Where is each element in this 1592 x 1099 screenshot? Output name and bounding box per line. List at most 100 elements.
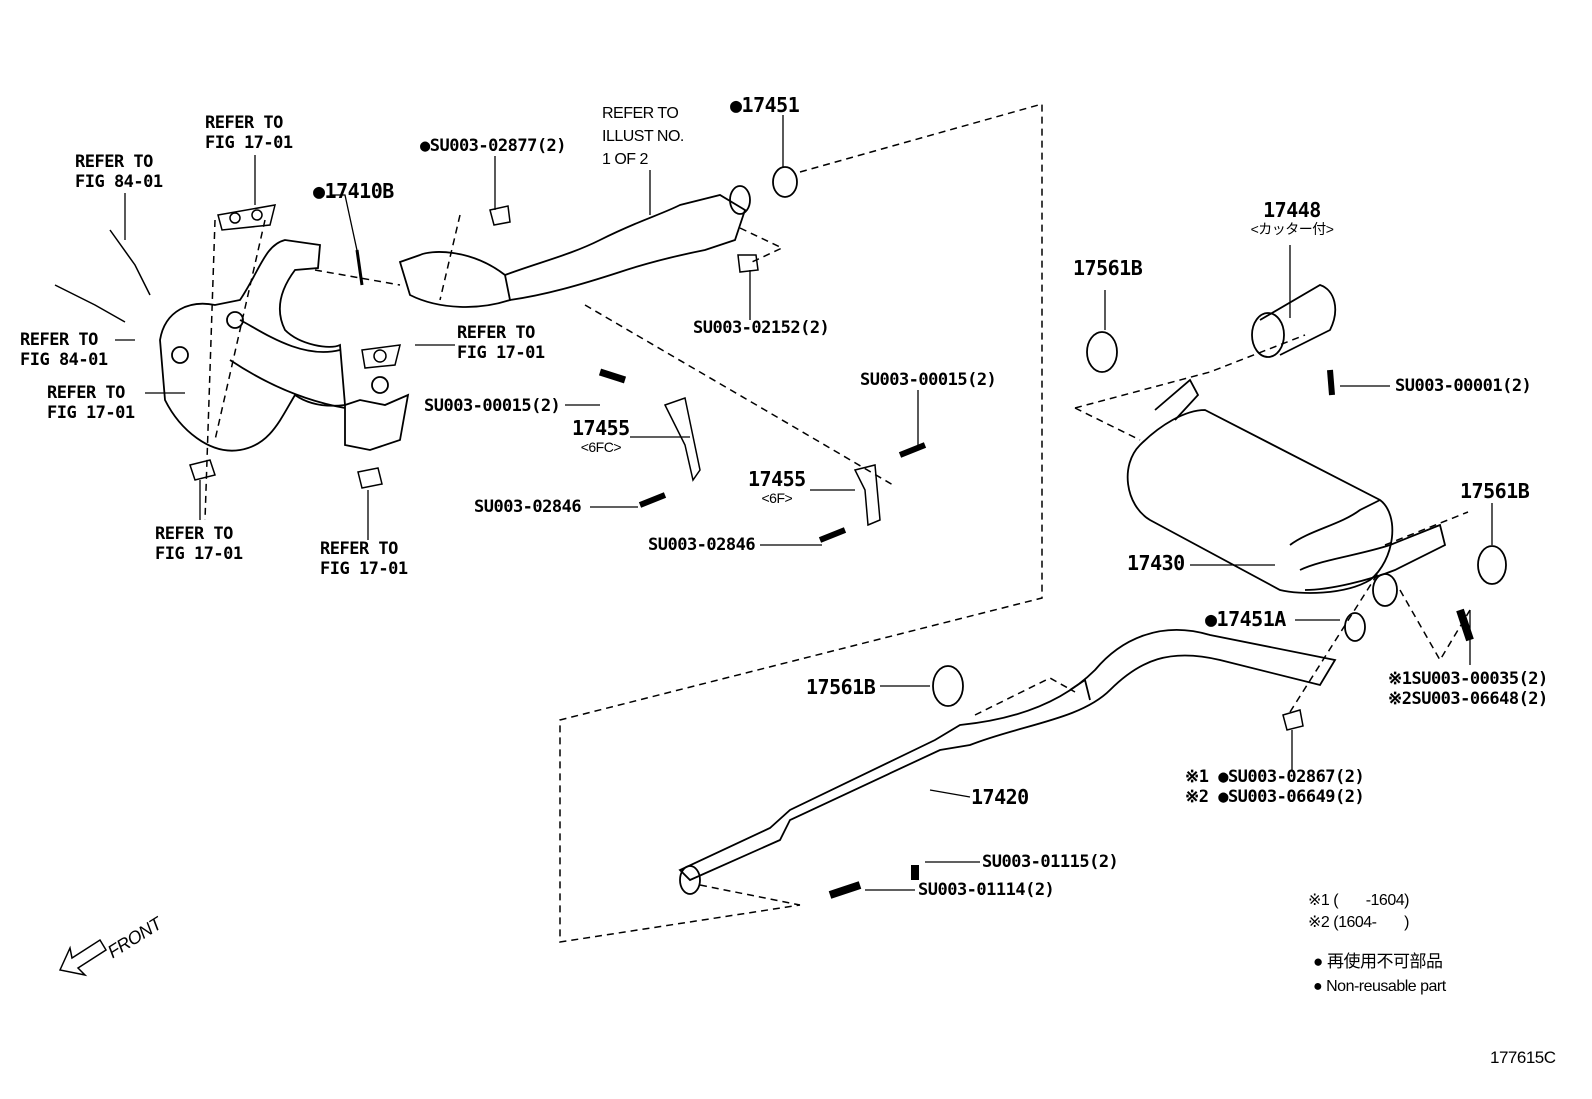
part-17455-6fc[interactable]: 17455<6FC> xyxy=(572,418,630,456)
part-17451[interactable]: ●17451 xyxy=(730,93,800,117)
part-17430[interactable]: 17430 xyxy=(1127,551,1185,575)
refer-label: REFER TO xyxy=(20,330,98,350)
center-pipe xyxy=(678,629,1337,895)
bolt xyxy=(818,527,847,543)
dashed-guide xyxy=(699,884,801,906)
exhaust-manifold xyxy=(159,239,410,452)
bolt xyxy=(638,492,667,508)
oxygen-sensor xyxy=(109,229,151,296)
nut xyxy=(1282,709,1304,731)
bolt xyxy=(1327,369,1335,396)
note-variant-1: ※1 ( -1604) xyxy=(1308,892,1409,909)
part-17455-6f[interactable]: 17455<6F> xyxy=(748,469,806,507)
part-su003-00015-a[interactable]: SU003-00015(2) xyxy=(424,396,561,416)
part-su003-01115[interactable]: SU003-01115(2) xyxy=(982,852,1119,872)
fig-ref: FIG 17-01 xyxy=(47,403,135,423)
nut xyxy=(489,205,511,226)
hanger-17561b xyxy=(932,665,964,707)
fig-ref: FIG 84-01 xyxy=(75,172,163,192)
fig-ref: FIG 84-01 xyxy=(20,350,108,370)
dashed-guide xyxy=(974,677,1076,716)
dashed-guide xyxy=(314,214,784,301)
part-su003-02846-b[interactable]: SU003-02846 xyxy=(648,535,756,555)
diagram-id: 177615C xyxy=(1490,1048,1556,1067)
hanger-17561b xyxy=(1086,331,1118,373)
nut xyxy=(737,254,759,273)
dashed-guide xyxy=(204,219,266,521)
refer-label: REFER TO xyxy=(457,323,535,343)
front-pipe-catalytic-converter xyxy=(398,185,751,308)
part-17410b[interactable]: ●17410B xyxy=(313,179,394,203)
nut xyxy=(189,459,216,481)
part-su003-00035-06648[interactable]: ※1SU003-00035(2)※2SU003-06648(2) xyxy=(1388,669,1548,709)
fig-ref: FIG 17-01 xyxy=(155,544,243,564)
dashed-guide xyxy=(1289,569,1471,713)
part-su003-01114[interactable]: SU003-01114(2) xyxy=(918,880,1055,900)
gasket-17451a xyxy=(1344,612,1366,642)
part-variant-1: ※1 ●SU003-02867(2) xyxy=(1185,767,1365,787)
gasket xyxy=(361,344,401,369)
refer-illust-no[interactable]: REFER TO ILLUST NO. 1 OF 2 xyxy=(602,102,684,171)
part-su003-00015-b[interactable]: SU003-00015(2) xyxy=(860,370,997,390)
part-17448[interactable]: 17448<カッター付> xyxy=(1232,200,1352,238)
fig-ref: FIG 17-01 xyxy=(205,133,293,153)
part-su003-02152[interactable]: SU003-02152(2) xyxy=(693,318,830,338)
part-17561b-a[interactable]: 17561B xyxy=(1073,256,1143,280)
legend-non-reusable-jp: ● 再使用不可部品 xyxy=(1313,952,1443,971)
part-17451a[interactable]: ●17451A xyxy=(1205,607,1286,631)
variant: <カッター付> xyxy=(1250,221,1334,237)
refer-label: REFER TO xyxy=(320,539,398,559)
hanger-17561b xyxy=(1477,545,1507,585)
refer-label: REFER TO xyxy=(205,113,283,133)
part-variant-1: ※1SU003-00035(2) xyxy=(1388,669,1548,689)
part-su003-02846-a[interactable]: SU003-02846 xyxy=(474,497,582,517)
bolt xyxy=(898,442,927,458)
refer-label: REFER TO xyxy=(155,524,233,544)
gasket-17451 xyxy=(772,166,798,198)
refer-label: REFER TO xyxy=(602,105,679,122)
dashed-guide xyxy=(584,304,894,486)
part-number: 17448 xyxy=(1263,198,1321,222)
part-variant-2: ※2SU003-06648(2) xyxy=(1388,689,1548,709)
bracket-17455-6f xyxy=(853,464,881,527)
part-su003-00001[interactable]: SU003-00001(2) xyxy=(1395,376,1532,396)
refer-label: REFER TO xyxy=(47,383,125,403)
gasket xyxy=(217,204,277,231)
gasket-17410b xyxy=(355,249,364,286)
part-17420[interactable]: 17420 xyxy=(971,785,1029,809)
bracket-17455-6fc xyxy=(663,397,701,482)
leader-lines xyxy=(115,115,1493,891)
bolt xyxy=(1456,608,1474,642)
fig-ref: FIG 17-01 xyxy=(457,343,545,363)
part-su003-02877[interactable]: ●SU003-02877(2) xyxy=(420,136,567,156)
dashed-guide xyxy=(1074,407,1469,546)
legend-non-reusable-en: ● Non-reusable part xyxy=(1313,978,1446,995)
illust-ref: ILLUST NO. xyxy=(602,128,684,145)
bolt xyxy=(598,368,627,384)
variant: <6F> xyxy=(761,490,793,506)
oxygen-sensor xyxy=(54,284,126,323)
part-17561b-c[interactable]: 17561B xyxy=(806,675,876,699)
part-number: 17455 xyxy=(748,467,806,491)
part-number: 17455 xyxy=(572,416,630,440)
assembly-boundary xyxy=(559,103,1043,943)
tail-muffler xyxy=(1126,378,1447,607)
dashed-guide xyxy=(1074,334,1306,409)
stud xyxy=(828,881,862,899)
variant: <6FC> xyxy=(580,439,622,455)
part-su003-02867-06649[interactable]: ※1 ●SU003-02867(2)※2 ●SU003-06649(2) xyxy=(1185,767,1365,807)
illust-page: 1 OF 2 xyxy=(602,151,648,168)
note-variant-2: ※2 (1604- ) xyxy=(1308,914,1409,931)
part-17561b-b[interactable]: 17561B xyxy=(1460,479,1530,503)
exhaust-tip-17448 xyxy=(1251,284,1337,358)
front-arrow-icon xyxy=(58,938,108,977)
